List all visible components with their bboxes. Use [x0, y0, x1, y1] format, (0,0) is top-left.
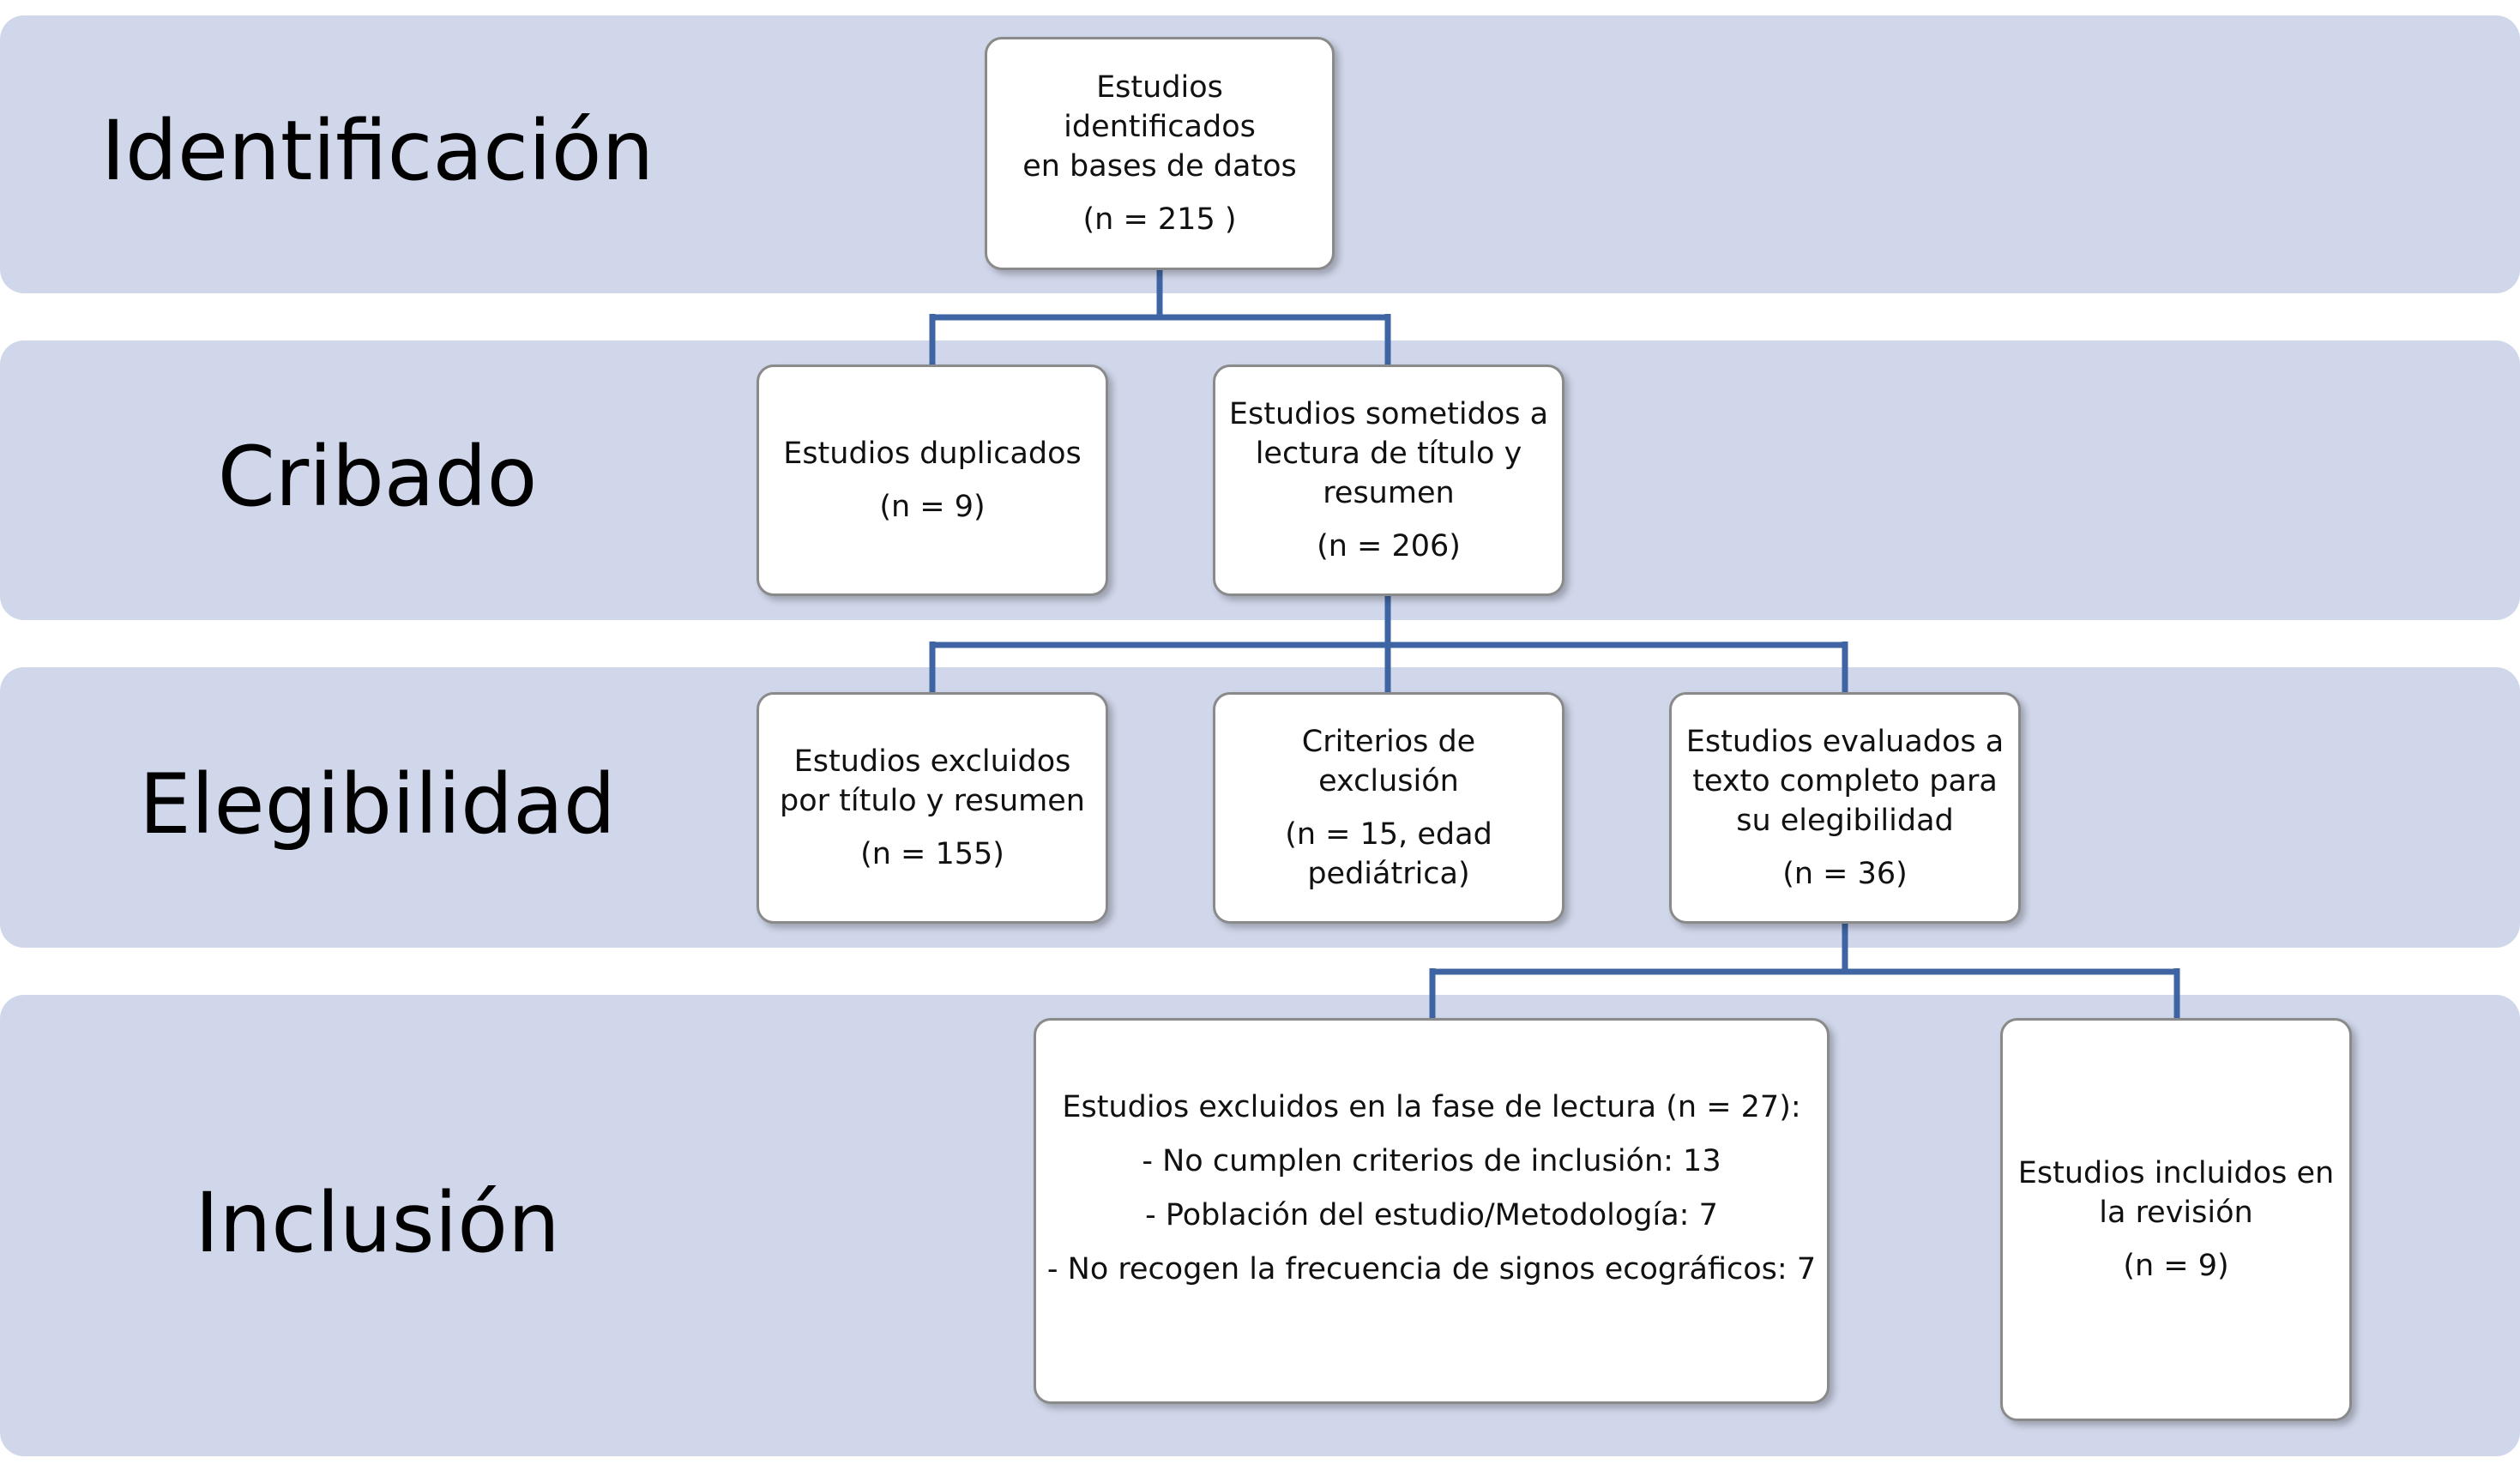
box-duplicate-studies: Estudios duplicados (n = 9) [757, 364, 1108, 596]
box-count: (n = 215 ) [1082, 202, 1237, 237]
box-included-studies: Estudios incluidos en la revisión (n = 9… [2000, 1018, 2352, 1421]
box-title: Estudios sometidos a lectura de título y… [1228, 397, 1549, 510]
box-title: Estudios evaluados a texto completo para… [1685, 725, 2005, 838]
box-count: (n = 206) [1317, 529, 1461, 563]
reason-item: - Población del estudio/Metodología: 7 [1145, 1198, 1718, 1232]
box-excluded-in-reading: Estudios excluidos en la fase de lectura… [1034, 1018, 1830, 1404]
box-count: (n = 9) [2123, 1249, 2229, 1283]
reason-item: - No recogen la frecuencia de signos eco… [1046, 1252, 1817, 1286]
box-title: Estudios excluidos por título y resumen [780, 744, 1085, 818]
stage-label-inclusion: Inclusión [195, 1175, 560, 1271]
reason-item: - No cumplen criterios de inclusión: 13 [1142, 1144, 1721, 1178]
box-full-text-assessed: Estudios evaluados a texto completo para… [1669, 692, 2021, 924]
box-title: Estudios identificados en bases de datos [1022, 70, 1297, 184]
box-title: Criterios de exclusión [1301, 725, 1476, 798]
box-excluded-by-title: Estudios excluidos por título y resumen … [757, 692, 1108, 924]
box-title: Estudios incluidos en la revisión [2017, 1156, 2335, 1230]
stage-label-cribado: Cribado [217, 429, 538, 525]
box-screened-studies: Estudios sometidos a lectura de título y… [1213, 364, 1564, 596]
stage-label-elegibilidad: Elegibilidad [139, 756, 616, 852]
box-count: (n = 155) [860, 837, 1004, 871]
box-count: (n = 36) [1782, 857, 1908, 891]
box-exclusion-criteria: Criterios de exclusión (n = 15, edad ped… [1213, 692, 1564, 924]
reading-exclusion-title: Estudios excluidos en la fase de lectura… [1062, 1090, 1801, 1124]
box-title: Estudios duplicados [783, 437, 1082, 471]
box-identified-studies: Estudios identificados en bases de datos… [985, 37, 1335, 270]
box-count: (n = 9) [879, 490, 986, 524]
stage-label-identificacion: Identificación [100, 103, 654, 199]
exclusion-reasons-list: Estudios excluidos en la fase de lectura… [1047, 1081, 1816, 1297]
box-count: (n = 15, edad pediátrica) [1285, 817, 1492, 891]
